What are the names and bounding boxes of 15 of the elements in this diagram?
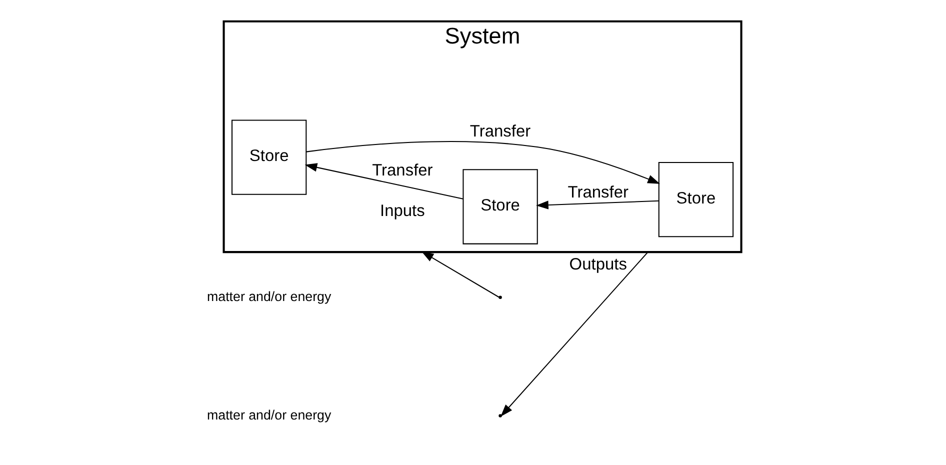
label: matter and/or energy bbox=[206, 406, 332, 422]
edge-label: Transfer bbox=[568, 182, 628, 201]
node-box: Store bbox=[462, 168, 538, 244]
label: matter and/or energy bbox=[206, 288, 332, 304]
node-box: Store bbox=[658, 161, 734, 237]
edge-label: Outputs bbox=[569, 254, 627, 273]
edge-label: Transfer bbox=[372, 161, 433, 180]
node-box: Store bbox=[232, 119, 307, 194]
edge-label: Inputs bbox=[380, 201, 425, 220]
edge-label: Transfer bbox=[470, 122, 531, 140]
arrow bbox=[304, 162, 464, 199]
arrow bbox=[306, 140, 660, 184]
arrow bbox=[500, 251, 648, 416]
arrow bbox=[421, 250, 500, 298]
arrow bbox=[536, 200, 659, 209]
